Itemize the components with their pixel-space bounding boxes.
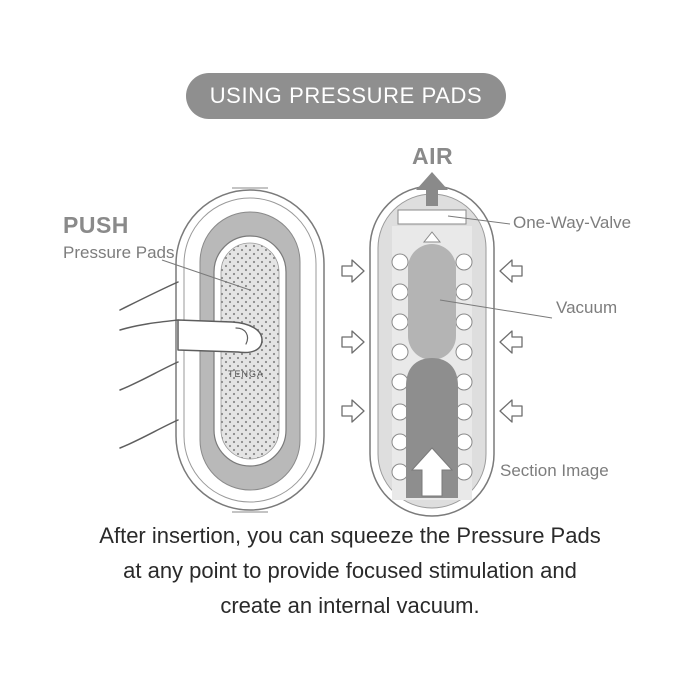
squeeze-arrow-left-icon <box>499 330 523 354</box>
hand-icon <box>119 281 263 449</box>
page-title: USING PRESSURE PADS <box>209 83 483 108</box>
valve-leader <box>447 215 511 225</box>
caption-line: create an internal vacuum. <box>220 593 480 618</box>
squeeze-arrow-right-icon <box>341 330 365 354</box>
air-arrow-icon <box>416 172 448 206</box>
device-section-view <box>369 185 495 517</box>
insertion-arrow-icon <box>410 447 454 497</box>
push-label: PUSH <box>63 212 129 238</box>
caption-line: at any point to provide focused stimulat… <box>123 558 577 583</box>
vacuum-leader <box>439 299 553 319</box>
valve-tip <box>422 231 442 243</box>
pressure-pads-leader <box>161 259 251 291</box>
one-way-valve-housing <box>397 209 467 225</box>
caption: After insertion, you can squeeze the Pre… <box>30 518 670 623</box>
vacuum-chamber <box>408 244 456 360</box>
squeeze-arrow-right-icon <box>341 259 365 283</box>
vacuum-label: Vacuum <box>556 298 618 317</box>
squeeze-arrow-right-icon <box>341 399 365 423</box>
squeeze-arrows <box>341 259 523 423</box>
one-way-valve-label: One-Way-Valve <box>513 213 632 232</box>
squeeze-arrow-left-icon <box>499 259 523 283</box>
brand-logo-text: TENGA <box>228 369 264 379</box>
air-label: AIR <box>412 143 454 169</box>
caption-line: After insertion, you can squeeze the Pre… <box>99 523 601 548</box>
pressure-pads-label: Pressure Pads <box>63 243 175 262</box>
section-image-label: Section Image <box>500 461 609 480</box>
title-pill: USING PRESSURE PADS <box>186 73 506 119</box>
squeeze-arrow-left-icon <box>499 399 523 423</box>
